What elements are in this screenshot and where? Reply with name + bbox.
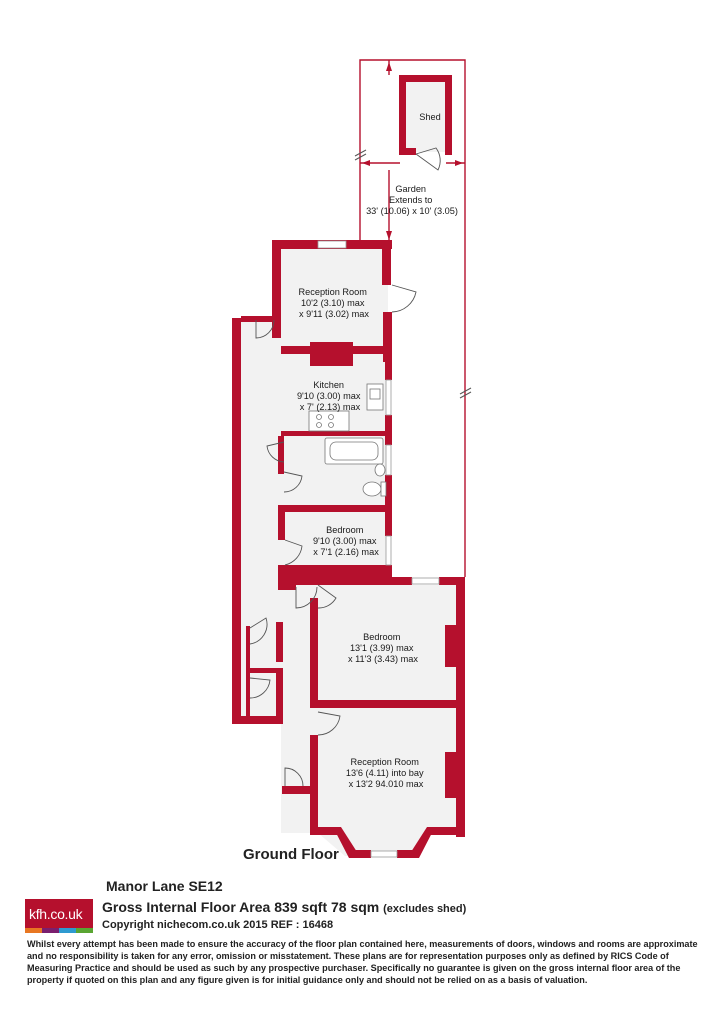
floor-area: Gross Internal Floor Area 839 sqft 78 sq… [102, 899, 466, 915]
break-marks [354, 149, 472, 399]
room-label-bedroom-small: Bedroom 9'10 (3.00) max x 7'1 (2.16) max [313, 525, 379, 557]
garden-arrows [362, 62, 463, 240]
fixtures [308, 383, 387, 497]
logo-stripe-blue [59, 928, 76, 933]
logo-stripe-purple [42, 928, 59, 933]
kfh-logo: kfh.co.uk [25, 899, 93, 933]
floor-area-main: Gross Internal Floor Area 839 sqft 78 sq… [102, 899, 380, 915]
room-labels: Shed Garden Extends to 33' (10.06) x 10'… [297, 112, 458, 789]
room-label-shed: Shed [419, 112, 440, 122]
copyright-line: Copyright nichecom.co.uk 2015 REF : 1646… [102, 919, 334, 931]
floor-name: Ground Floor [243, 846, 339, 863]
room-label-garden: Garden Extends to 33' (10.06) x 10' (3.0… [366, 184, 458, 216]
room-label-reception-rear: Reception Room 10'2 (3.10) max x 9'11 (3… [299, 287, 370, 319]
room-label-kitchen: Kitchen 9'10 (3.00) max x 7' (2.13) max [297, 380, 363, 412]
logo-text: kfh.co.uk [29, 906, 83, 922]
room-label-reception-front: Reception Room 13'6 (4.11) into bay x 13… [346, 757, 426, 789]
floor-area-note: (excludes shed) [383, 903, 467, 915]
windows [317, 240, 440, 858]
property-address: Manor Lane SE12 [106, 878, 223, 894]
room-label-bedroom-main: Bedroom 13'1 (3.99) max x 11'3 (3.43) ma… [348, 632, 418, 664]
doors [249, 147, 441, 787]
logo-stripe-green [76, 928, 93, 933]
logo-stripe-orange [25, 928, 42, 933]
disclaimer-text: Whilst every attempt has been made to en… [27, 939, 698, 985]
